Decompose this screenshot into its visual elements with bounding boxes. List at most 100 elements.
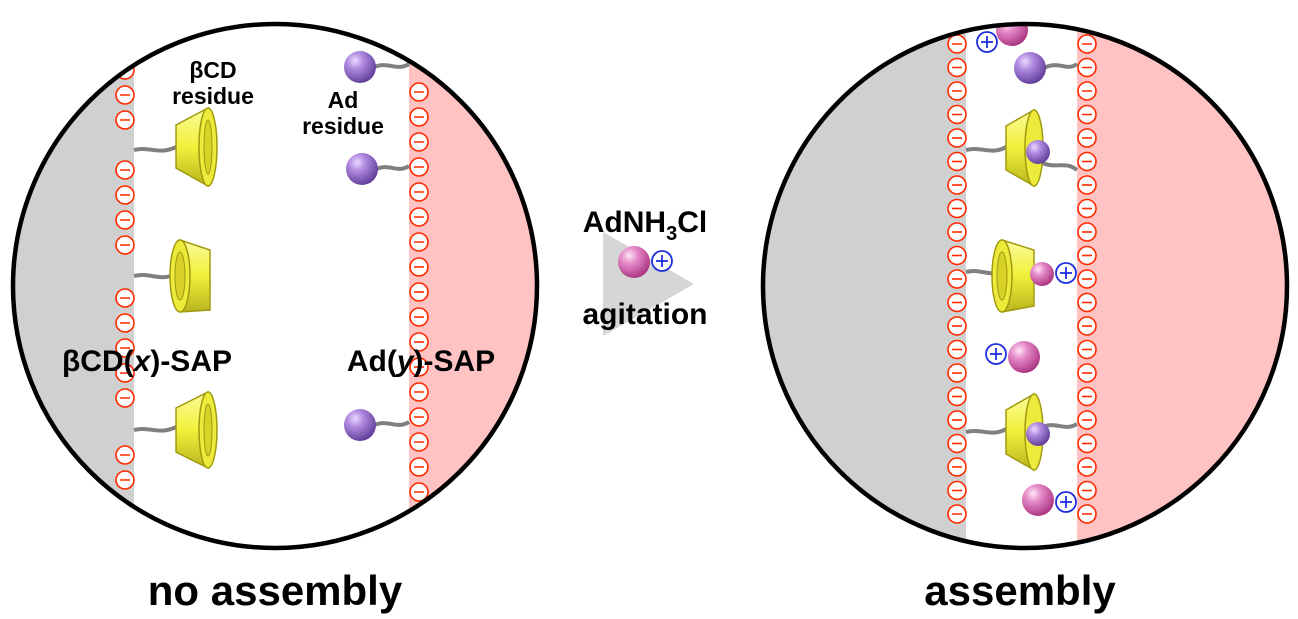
negative-charge-icon [947,269,967,289]
cd-residue-label-line1: βCD [189,57,236,83]
negative-charge-icon [1077,222,1097,242]
negative-charge-icon [409,432,429,452]
negative-charge-icon [1077,457,1097,477]
positive-charge-icon [1055,262,1077,284]
cd-residue-label-line2: residue [172,83,254,109]
negative-charge-icon [409,157,429,177]
negative-charge-icon [947,198,967,219]
negative-charge-icon [1077,57,1097,78]
negative-charge-icon [1077,410,1097,430]
negative-charge-icon [947,363,967,383]
negative-charge-icon [409,232,429,252]
negative-charge-icon [115,338,135,358]
cd-gel-label: βCD(x)-SAP [62,345,232,378]
negative-charge-icon [409,132,429,152]
negative-charge-icon [409,257,429,277]
negative-charge-icon [947,222,967,242]
negative-charge-icon [409,357,429,377]
negative-charge-icon [409,332,429,352]
negative-charge-icon [947,175,967,195]
negative-charge-icon [1077,339,1097,360]
negative-charge-icon [115,470,135,490]
negative-charge-icon [1077,292,1097,313]
negative-charge-icon [115,85,135,105]
negative-charge-icon [115,185,135,205]
negative-charge-icon [947,57,967,78]
negative-charge-icon [1077,386,1097,407]
right-panel-boundary [760,21,1290,551]
left-panel-boundary [10,21,540,551]
reagent-label: AdNH3Cl [583,206,707,245]
negative-charge-icon [1077,151,1097,172]
ammonium-guest [996,24,1028,46]
positive-charge-icon [1055,491,1077,513]
negative-charge-icon [1077,128,1097,148]
negative-charge-icon [947,34,967,54]
negative-charge-icon [1077,269,1097,289]
negative-charge-icon [947,128,967,148]
cyclodextrin-host [133,390,218,470]
cd-gel-surface [13,24,134,548]
negative-charge-icon [947,316,967,336]
right-caption: assembly [924,567,1116,614]
negative-charge-icon [947,339,967,360]
negative-charge-icon [947,151,967,172]
negative-charge-icon [115,235,135,255]
cd-ammonium-inclusion-complex [965,238,1054,313]
left-caption: no assembly [148,567,403,614]
negative-charge-icon [115,388,135,408]
negative-charge-icon [409,457,429,477]
adamantane-guest [344,409,411,441]
negative-charge-icon [1077,34,1097,54]
ad-gel-surface [409,24,537,548]
negative-charge-icon [947,410,967,430]
negative-charge-icon [947,457,967,477]
negative-charge-icon [1077,81,1097,101]
negative-charge-icon [409,207,429,227]
reaction-arrow: AdNH3Cl agitation [583,206,708,336]
negative-charge-icon [409,282,429,302]
adamantane-guest [346,153,411,185]
negative-charge-icon [409,107,429,127]
negative-charge-icon [115,210,135,230]
negative-charge-icon [1077,316,1097,336]
ad-residue-label-line2: residue [302,113,384,139]
negative-charge-icon [947,433,967,454]
negative-charge-icon [115,288,135,308]
adamantane-guest [1014,52,1079,84]
negative-charge-icon [947,245,967,266]
negative-charge-icon [409,307,429,327]
negative-charge-icon [947,504,967,524]
positive-charge-icon [976,31,998,53]
negative-charge-icon [947,104,967,125]
positive-charge-icon [651,250,673,272]
negative-charge-icon [947,81,967,101]
cd-ad-inclusion-complex [965,108,1079,188]
left-panel: βCD residue Ad residue βCD(x)-SAP Ad(y)-… [10,21,540,614]
negative-charge-icon [115,313,135,333]
negative-charges-right-gel [409,82,429,502]
cyclodextrin-host [133,238,211,313]
ammonium-guest [618,246,650,278]
positive-charge-icon [985,343,1007,365]
negative-charge-icon [409,182,429,202]
negative-charge-icon [115,110,135,130]
negative-charges-right-gel [1077,34,1097,524]
negative-charges-left-gel [947,34,967,524]
negative-charge-icon [409,407,429,427]
negative-charge-icon [115,160,135,180]
adamantane-guest [344,51,411,83]
cd-ad-inclusion-complex [965,392,1079,472]
ammonium-guest [1008,341,1040,373]
negative-charges-left-gel [115,60,135,490]
negative-charge-icon [409,382,429,402]
negative-charge-icon [1077,245,1097,266]
negative-charge-icon [1077,198,1097,219]
cd-gel-surface [763,24,966,548]
negative-charge-icon [947,480,967,501]
negative-charge-icon [947,292,967,313]
negative-charge-icon [115,363,135,383]
ad-residue-label-line1: Ad [328,87,359,113]
negative-charge-icon [1077,480,1097,501]
